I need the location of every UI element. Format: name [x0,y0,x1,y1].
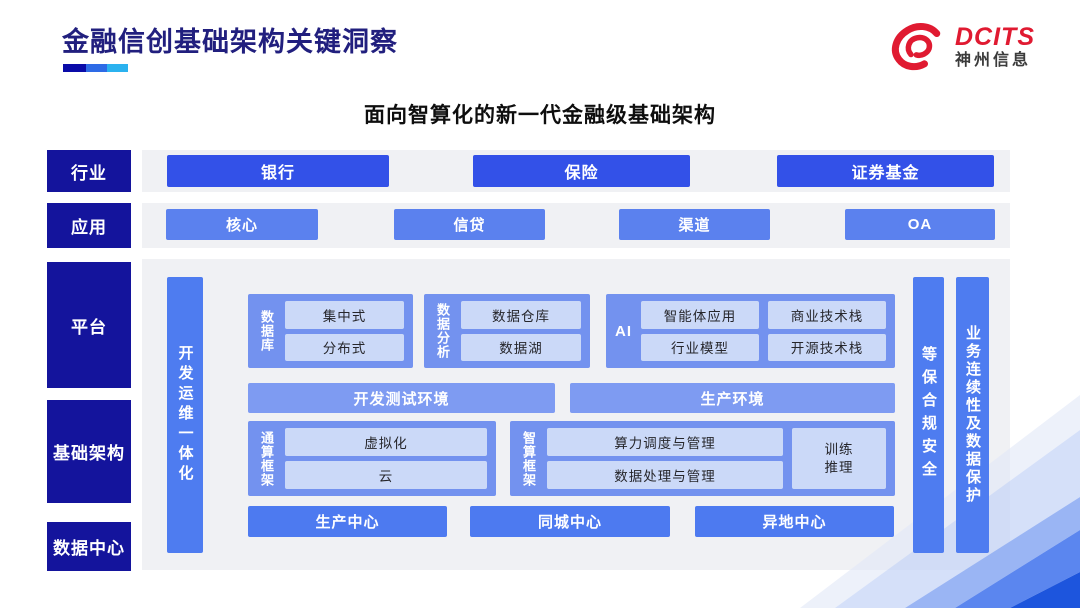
center-remote: 异地中心 [695,506,894,537]
analytics-item-warehouse: 数据仓库 [461,301,581,329]
dcits-logo-text: DCITS 神州信息 [955,24,1035,69]
analytics-group: 数据分析 数据仓库 数据湖 [424,294,590,368]
production-environment-bar: 生产环境 [570,383,895,413]
industry-item-bank: 银行 [167,155,389,187]
layer-label-application: 应用 [47,203,131,248]
title-underline-decoration [63,64,128,72]
ai-item-industry-model: 行业模型 [641,333,759,361]
industry-item-securities: 证券基金 [777,155,994,187]
layer-label-datacenter: 数据中心 [47,522,131,571]
devops-vertical-bar: 开发运维一体化 [167,277,203,553]
intelligent-compute-label: 智算框架 [521,430,536,487]
database-item-centralized: 集中式 [285,301,404,329]
general-compute-group: 通算框架 虚拟化 云 [248,421,496,496]
application-item-core: 核心 [166,209,318,240]
general-compute-item-cloud: 云 [285,461,487,489]
ai-group-label: AI [615,322,632,340]
intelligent-compute-group: 智算框架 算力调度与管理 数据处理与管理 训练 推理 [510,421,895,496]
logo-company: 神州信息 [955,51,1032,69]
layer-label-infrastructure: 基础架构 [47,400,131,503]
general-compute-label: 通算框架 [259,430,274,487]
diagram-title: 面向智算化的新一代金融级基础架构 [364,104,716,127]
center-production: 生产中心 [248,506,447,537]
database-group: 数据库 集中式 分布式 [248,294,413,368]
database-group-label: 数据库 [259,310,274,352]
analytics-group-label: 数据分析 [435,303,450,359]
industry-item-insurance: 保险 [473,155,690,187]
infer-label: 推理 [824,459,854,475]
logo-brand: DCITS [955,23,1035,52]
ai-item-opensource-stack: 开源技术栈 [768,333,886,361]
application-item-credit: 信贷 [394,209,545,240]
application-item-channel: 渠道 [619,209,770,240]
general-compute-items: 虚拟化 云 [285,428,487,489]
intelligent-compute-item-scheduling: 算力调度与管理 [547,428,783,456]
dcits-logo: DCITS 神州信息 [888,22,1035,72]
continuity-vertical-bar: 业务连续性及数据保护 [956,277,989,553]
database-item-distributed: 分布式 [285,333,404,361]
dev-test-environment-bar: 开发测试环境 [248,383,555,413]
center-same-city: 同城中心 [470,506,670,537]
layer-label-industry: 行业 [47,150,131,192]
underline-segment [63,64,86,72]
general-compute-item-virtualization: 虚拟化 [285,428,487,456]
train-label: 训练 [824,441,854,457]
analytics-item-lake: 数据湖 [461,333,581,361]
ai-group-items: 智能体应用 商业技术栈 行业模型 开源技术栈 [641,301,886,361]
underline-segment [107,64,128,72]
ai-item-commercial-stack: 商业技术栈 [768,301,886,329]
intelligent-compute-item-dataproc: 数据处理与管理 [547,461,783,489]
ai-item-agent-app: 智能体应用 [641,301,759,329]
analytics-group-items: 数据仓库 数据湖 [461,301,581,361]
underline-segment [86,64,107,72]
intelligent-compute-items: 算力调度与管理 数据处理与管理 [547,428,783,489]
database-group-items: 集中式 分布式 [285,301,404,361]
layer-label-platform: 平台 [47,262,131,388]
application-item-oa: OA [845,209,995,240]
intelligent-compute-train-infer: 训练 推理 [792,428,886,489]
security-vertical-bar: 等保合规安全 [913,277,944,553]
dcits-swirl-icon [891,23,941,71]
page-title: 金融信创基础架构关键洞察 [62,27,398,57]
ai-group: AI 智能体应用 商业技术栈 行业模型 开源技术栈 [606,294,895,368]
